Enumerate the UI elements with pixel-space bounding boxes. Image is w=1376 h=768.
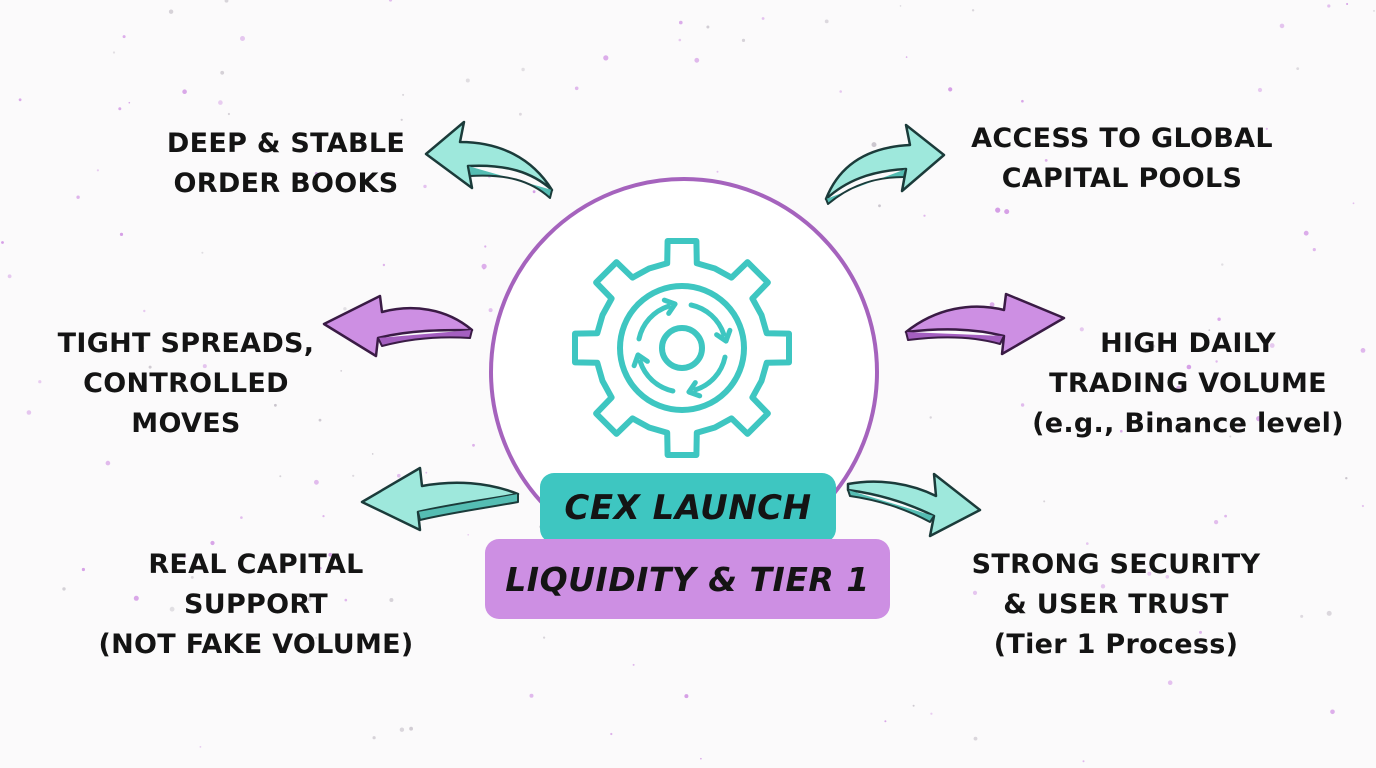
benefit-real-capital: REAL CAPITAL SUPPORT (NOT FAKE VOLUME) [80,545,432,665]
benefit-line: CONTROLLED [83,368,289,399]
benefit-line: DEEP & STABLE [166,128,406,159]
benefit-line: & USER TRUST [1003,589,1229,620]
benefit-line: SUPPORT [184,589,328,620]
benefit-line: STRONG SECURITY [971,549,1261,580]
cex-launch-label: CEX LAUNCH [540,473,836,543]
gear-with-cycle-arrows-icon [572,238,792,458]
benefit-line: ORDER BOOKS [173,168,399,199]
benefit-line: (e.g., Binance level) [1032,408,1344,439]
curved-arrow-icon-middle-right [904,292,1066,356]
curved-arrow-icon-top-left [424,120,554,199]
curved-arrow-icon-top-right [824,123,946,205]
benefit-capital-pools: ACCESS TO GLOBAL CAPITAL POOLS [946,119,1298,199]
benefit-line: TRADING VOLUME [1049,368,1327,399]
curved-arrow-icon-middle-left [322,294,474,358]
benefit-line: MOVES [131,408,241,439]
curved-arrow-icon-bottom-right [846,472,982,538]
benefit-line: (NOT FAKE VOLUME) [98,629,414,660]
benefit-line: REAL CAPITAL [148,549,364,580]
liquidity-tier-label: LIQUIDITY & TIER 1 [485,539,890,619]
benefit-security-trust: STRONG SECURITY & USER TRUST (Tier 1 Pro… [950,545,1282,665]
curved-arrow-icon-bottom-left [360,466,520,532]
benefit-line: HIGH DAILY [1100,328,1276,359]
benefit-line: TIGHT SPREADS, [57,328,315,359]
benefit-tight-spreads: TIGHT SPREADS, CONTROLLED MOVES [40,324,332,444]
benefit-line: CAPITAL POOLS [1001,163,1243,194]
benefit-line: ACCESS TO GLOBAL [971,123,1273,154]
benefit-line: (Tier 1 Process) [993,629,1239,660]
benefit-trading-volume: HIGH DAILY TRADING VOLUME (e.g., Binance… [1026,324,1350,444]
benefit-order-books: DEEP & STABLE ORDER BOOKS [150,124,422,204]
